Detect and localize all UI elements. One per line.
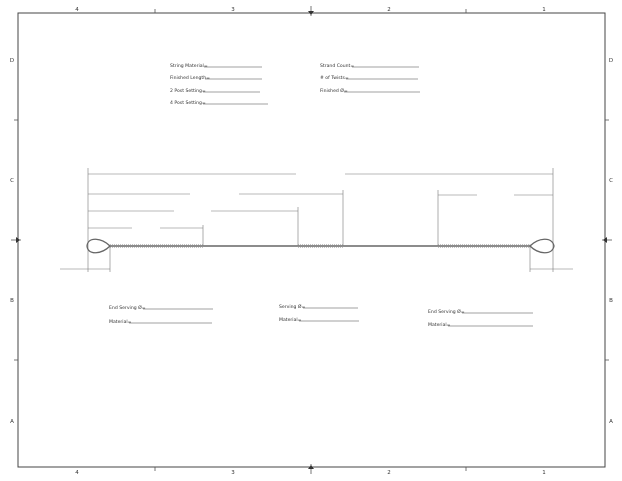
center-material-label: Material=	[279, 317, 302, 323]
center-serving	[297, 244, 344, 248]
zone-label: A	[10, 419, 14, 425]
center-mark-icon	[308, 6, 314, 16]
zone-label: 4	[75, 470, 79, 476]
center-serving-label: Serving Ø=	[279, 303, 306, 310]
zone-label: 3	[231, 470, 235, 476]
zone-label: 2	[387, 7, 391, 13]
zone-label: B	[609, 298, 613, 304]
left-material-label: Material=	[109, 319, 132, 325]
zone-label: 1	[542, 470, 546, 476]
left-loop	[86, 238, 111, 254]
zone-label: 1	[542, 7, 546, 13]
drawing-border	[17, 12, 606, 468]
zone-label: 4	[75, 7, 79, 13]
zone-ticks	[14, 9, 609, 471]
two-post-setting-label: 2 Post Setting=	[170, 88, 206, 94]
center-marks	[11, 6, 612, 474]
dimension-lines	[60, 168, 573, 272]
right-material-label: Material=	[428, 322, 451, 328]
bowstring	[86, 238, 555, 254]
zone-label: C	[10, 178, 14, 184]
right-loop	[529, 238, 555, 254]
four-post-setting-label: 4 Post Setting=	[170, 100, 206, 106]
right-end-serving-label: End Serving Ø=	[428, 308, 465, 315]
finished-length-label: Finished Length=	[170, 75, 210, 81]
center-mark-icon	[602, 237, 612, 243]
zone-label: D	[10, 58, 14, 64]
twists-label: # of Twists=	[320, 75, 349, 81]
zone-label: A	[609, 419, 613, 425]
finished-diameter-label: Finished Ø=	[320, 87, 348, 94]
zone-label: 3	[231, 7, 235, 13]
left-end-serving-label: End Serving Ø=	[109, 304, 146, 311]
center-mark-icon	[11, 237, 21, 243]
string-material-label: String Material=	[170, 63, 208, 69]
zone-label: C	[609, 178, 613, 184]
center-mark-icon	[308, 464, 314, 474]
right-end-serving	[437, 244, 531, 248]
strand-count-label: Strand Count=	[320, 63, 354, 69]
zone-label: D	[609, 58, 613, 64]
zone-label: 2	[387, 470, 391, 476]
zone-label: B	[10, 298, 14, 304]
